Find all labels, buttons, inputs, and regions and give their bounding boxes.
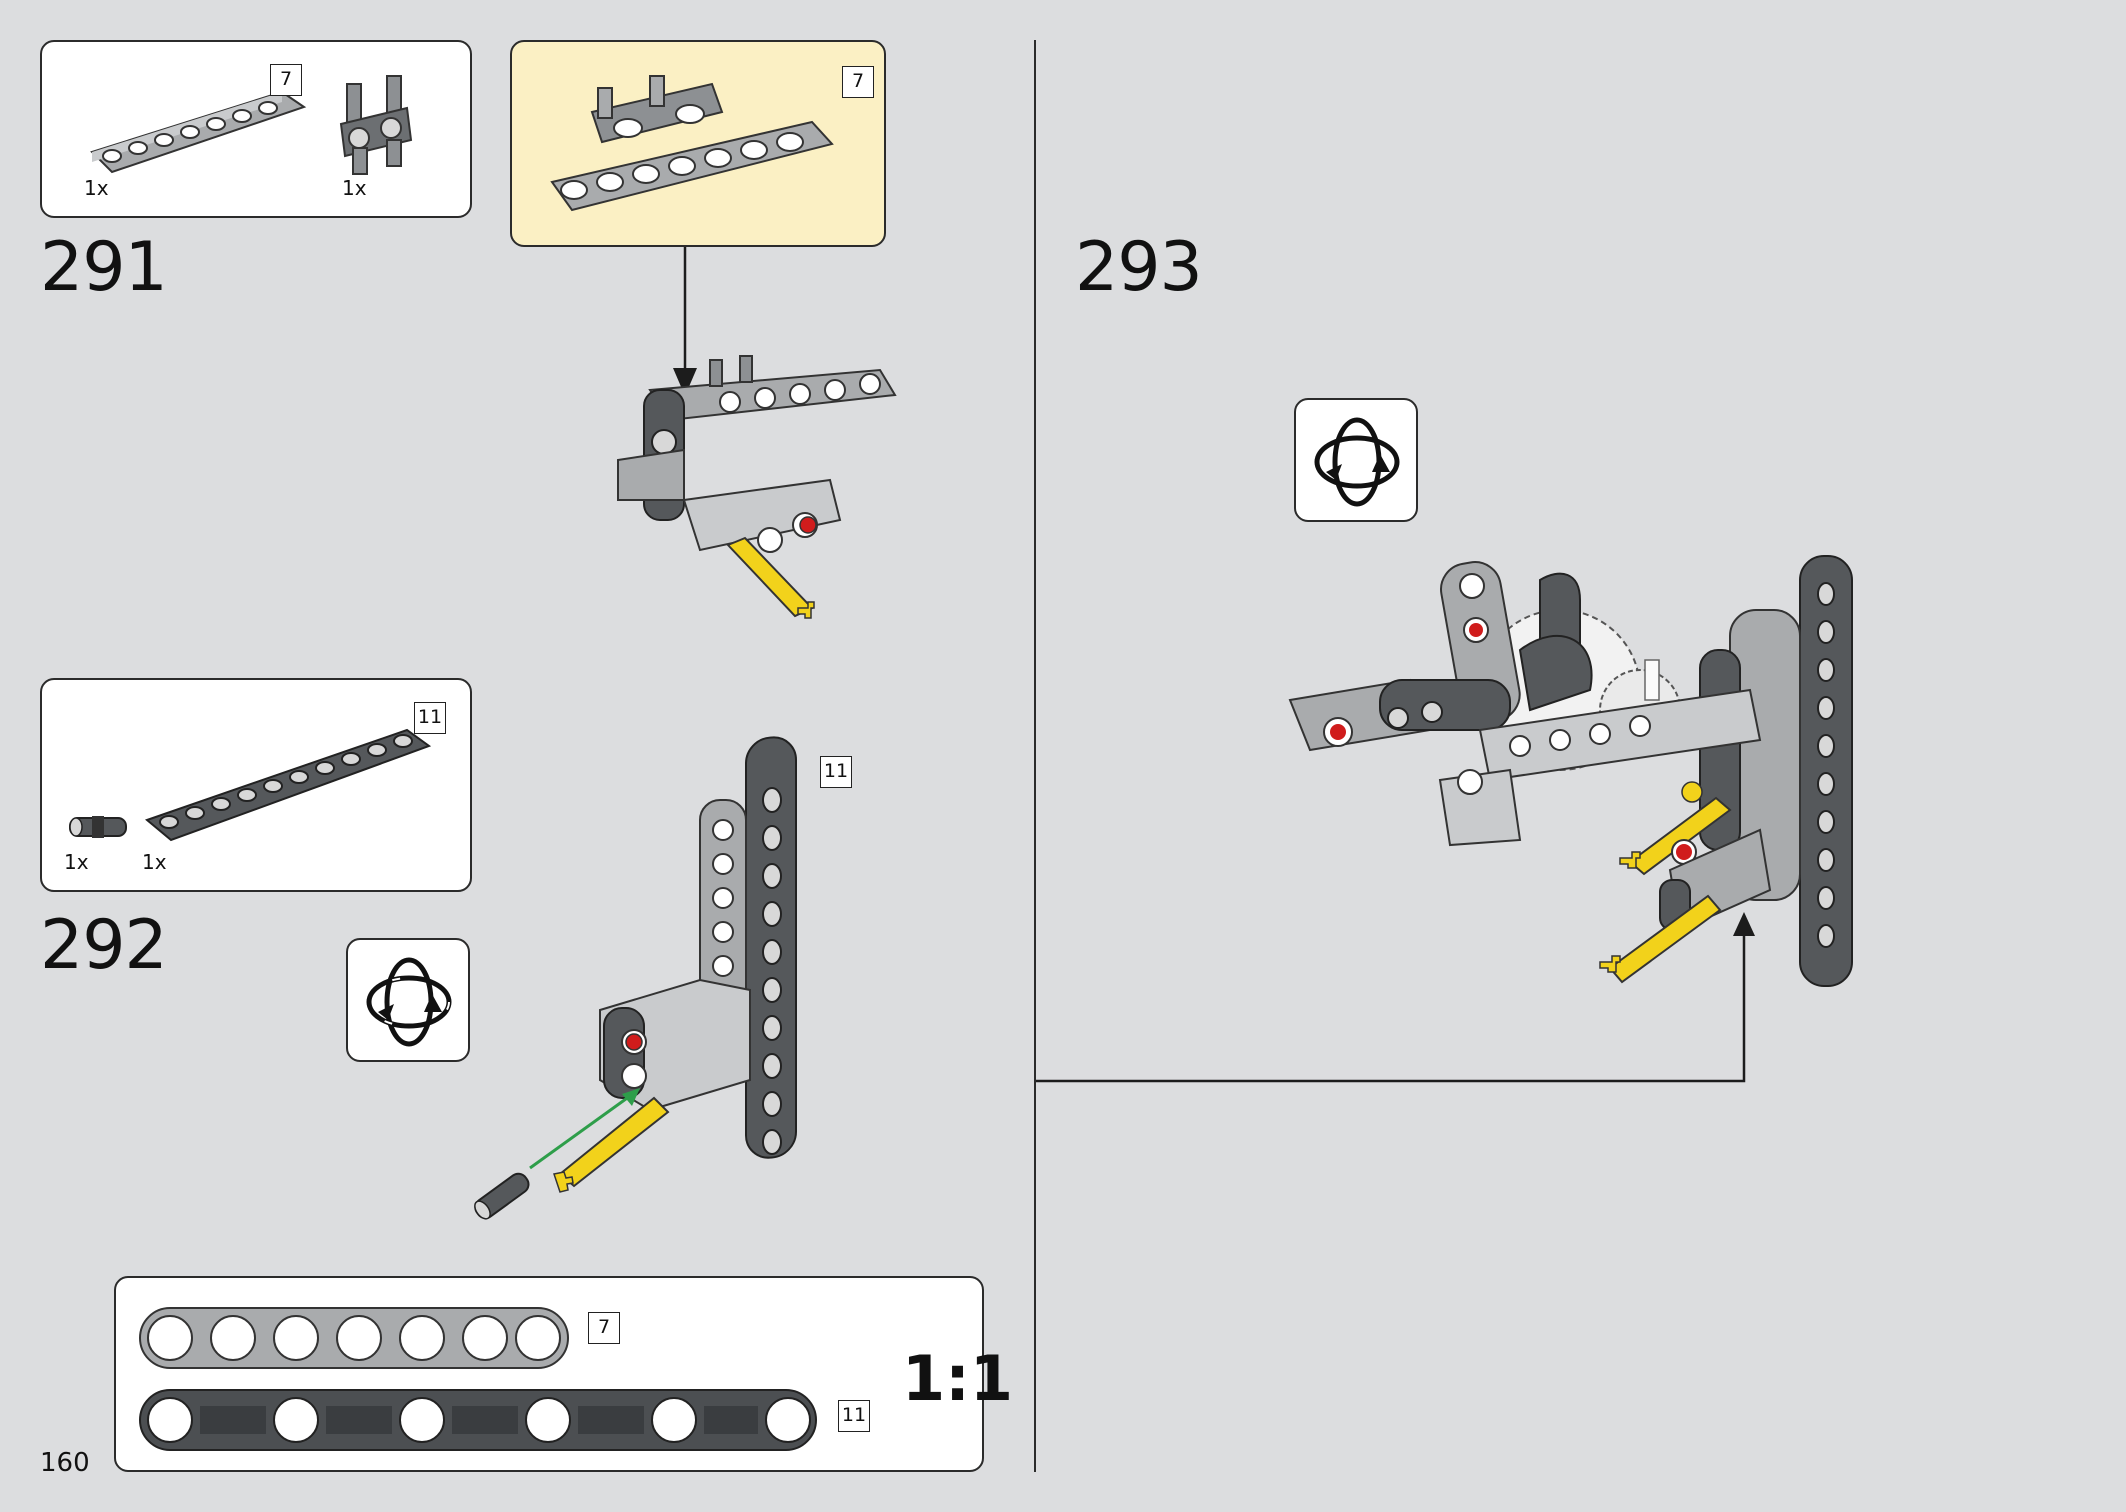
connector-pin-qty: 1x [64, 850, 89, 874]
axle-pin-connector-part [339, 75, 413, 175]
page-divider [1034, 40, 1036, 1472]
ruler-beam-11-length-tag: 11 [838, 1400, 870, 1432]
step-291-callout: 7 [510, 40, 886, 247]
step-291-assembly [617, 355, 897, 619]
rotate-model-icon [346, 938, 470, 1062]
step-291-number: 291 [40, 228, 168, 307]
step-293-assembly [1288, 555, 1853, 987]
scale-ruler-box: 7 11 1:1 [114, 1276, 1013, 1472]
page-number: 160 [40, 1448, 90, 1478]
ruler-beam-7 [139, 1307, 569, 1369]
callout-length-tag: 7 [842, 66, 874, 98]
beam-7-length-tag: 7 [270, 64, 302, 96]
rotate-model-icon [1294, 398, 1418, 522]
step-292-build-length-tag: 11 [820, 756, 852, 788]
scale-label: 1:1 [902, 1342, 1014, 1415]
beam-7-part [90, 90, 307, 174]
ruler-beam-11 [139, 1389, 817, 1451]
ruler-beam-7-length-tag: 7 [588, 1312, 620, 1344]
step-292-number: 292 [40, 906, 168, 985]
connector-pin-part [69, 816, 127, 838]
step-292-parts-box: 1x 11 1x [40, 678, 472, 892]
insert-arrow-icon [529, 1094, 631, 1170]
step-293-number: 293 [1075, 228, 1203, 307]
beam-11-part [144, 728, 432, 842]
axle-pin-connector-qty: 1x [342, 176, 367, 200]
beam-11-qty: 1x [142, 850, 167, 874]
callout-subassembly [550, 75, 834, 212]
arrow-up-icon [1733, 912, 1755, 936]
beam-7-qty: 1x [84, 176, 109, 200]
step-291-parts-box: 7 1x 1x [40, 40, 472, 218]
beam-11-length-tag: 11 [414, 702, 446, 734]
step-292-assembly [474, 736, 797, 1220]
